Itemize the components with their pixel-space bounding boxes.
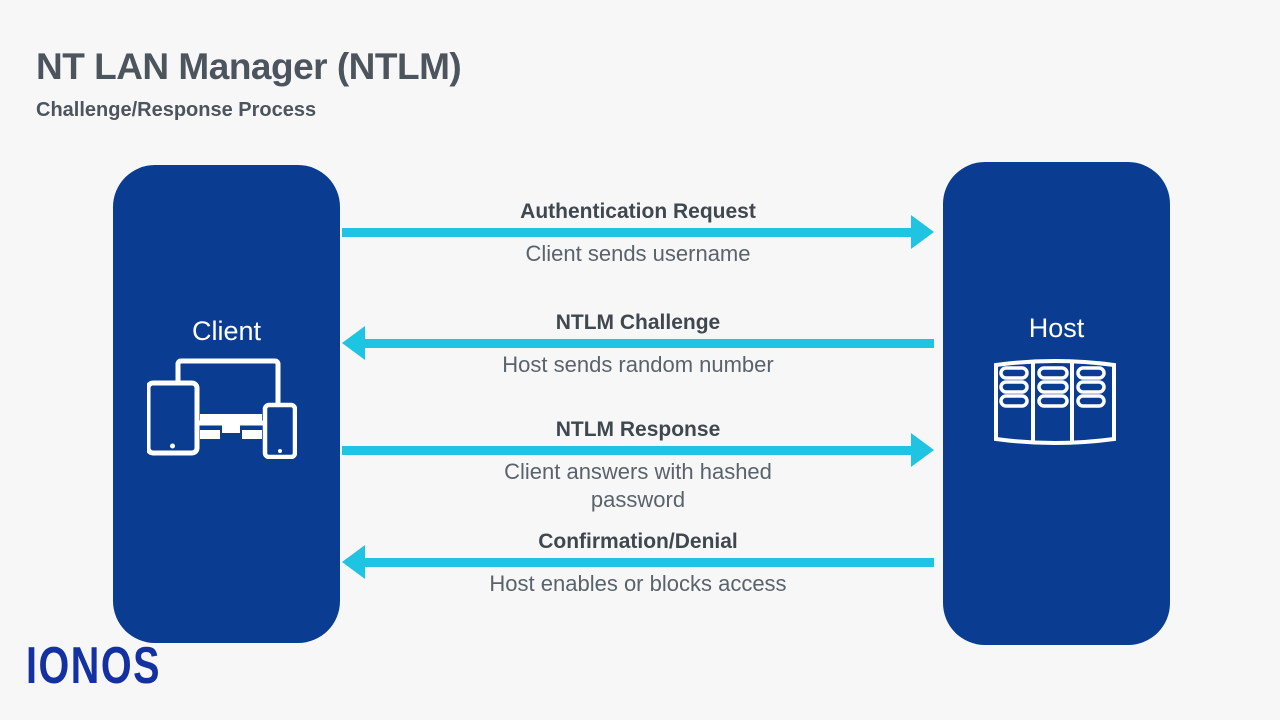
arrow-shaft bbox=[342, 228, 912, 237]
arrow-right-icon bbox=[342, 433, 934, 467]
host-node: Host bbox=[943, 162, 1170, 645]
flow-confirmation-denial: Confirmation/Denial Host enables or bloc… bbox=[342, 530, 934, 642]
arrow-head bbox=[342, 545, 365, 579]
flow-description: Client answers with hashed password bbox=[504, 459, 772, 512]
page-title: NT LAN Manager (NTLM) bbox=[36, 46, 462, 87]
flow-label: NTLM Response bbox=[555, 418, 721, 441]
flow-authentication-request: Authentication Request Client sends user… bbox=[342, 200, 934, 312]
page-subtitle: Challenge/Response Process bbox=[36, 99, 317, 121]
flow-description: Client sends username bbox=[525, 241, 751, 266]
server-rack-icon bbox=[994, 359, 1116, 445]
arrow-shaft bbox=[365, 558, 934, 567]
client-node-label: Client bbox=[191, 316, 262, 346]
arrow-shaft bbox=[342, 446, 912, 455]
flow-label: Confirmation/Denial bbox=[538, 530, 738, 553]
flow-ntlm-response: NTLM Response Client answers with hashed… bbox=[342, 418, 934, 530]
flow-label: NTLM Challenge bbox=[555, 311, 721, 334]
host-node-label: Host bbox=[1028, 313, 1085, 343]
arrow-head bbox=[911, 215, 934, 249]
arrow-right-icon bbox=[342, 215, 934, 249]
arrow-left-icon bbox=[342, 545, 934, 579]
flow-label: Authentication Request bbox=[520, 200, 756, 223]
flow-description: Host enables or blocks access bbox=[489, 571, 787, 596]
arrow-shaft bbox=[365, 339, 934, 348]
arrow-head bbox=[342, 326, 365, 360]
devices-icon bbox=[147, 358, 297, 459]
flow-description: Host sends random number bbox=[502, 352, 774, 377]
ionos-logo: IONOS bbox=[26, 637, 161, 695]
arrow-left-icon bbox=[342, 326, 934, 360]
client-node: Client bbox=[113, 165, 340, 643]
flow-ntlm-challenge: NTLM Challenge Host sends random number bbox=[342, 311, 934, 423]
arrow-head bbox=[911, 433, 934, 467]
